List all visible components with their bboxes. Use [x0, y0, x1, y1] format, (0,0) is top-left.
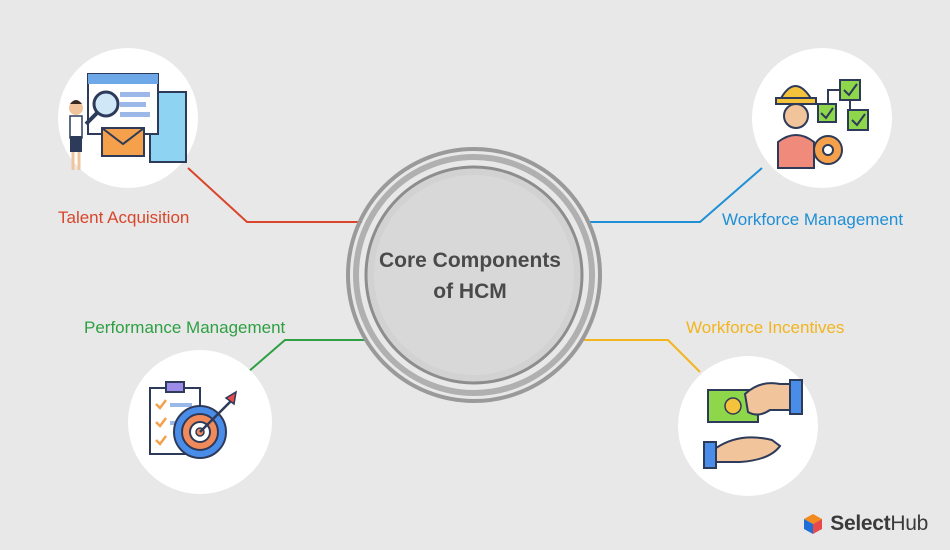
- hands-money-exchange-icon: [678, 356, 818, 496]
- connector-workforce-incentives: [584, 339, 701, 373]
- brand-name: SelectHub: [830, 512, 928, 536]
- label-performance-management: Performance Management: [84, 318, 286, 337]
- connector-performance-management: [247, 339, 366, 373]
- label-workforce-management: Workforce Management: [722, 210, 904, 229]
- center-title-line2: of HCM: [433, 280, 507, 303]
- label-workforce-incentives: Workforce Incentives: [686, 318, 845, 337]
- checklist-target-arrow-icon: [128, 350, 272, 494]
- connector-talent-acquisition: [187, 167, 362, 223]
- connector-workforce-management: [588, 167, 763, 223]
- recruiter-browser-envelope-icon: [58, 48, 198, 188]
- selecthub-cube-icon: [804, 514, 823, 534]
- central-hub: [346, 147, 602, 403]
- brand-name-regular: Hub: [890, 512, 928, 535]
- brand-name-bold: Select: [830, 512, 891, 535]
- center-title-line1: Core Components: [378, 249, 561, 272]
- brand-logo: SelectHub: [802, 512, 928, 536]
- worker-gear-checklist-icon: [752, 48, 892, 188]
- center-title: Core Components of HCM: [370, 245, 570, 307]
- label-talent-acquisition: Talent Acquisition: [58, 208, 190, 227]
